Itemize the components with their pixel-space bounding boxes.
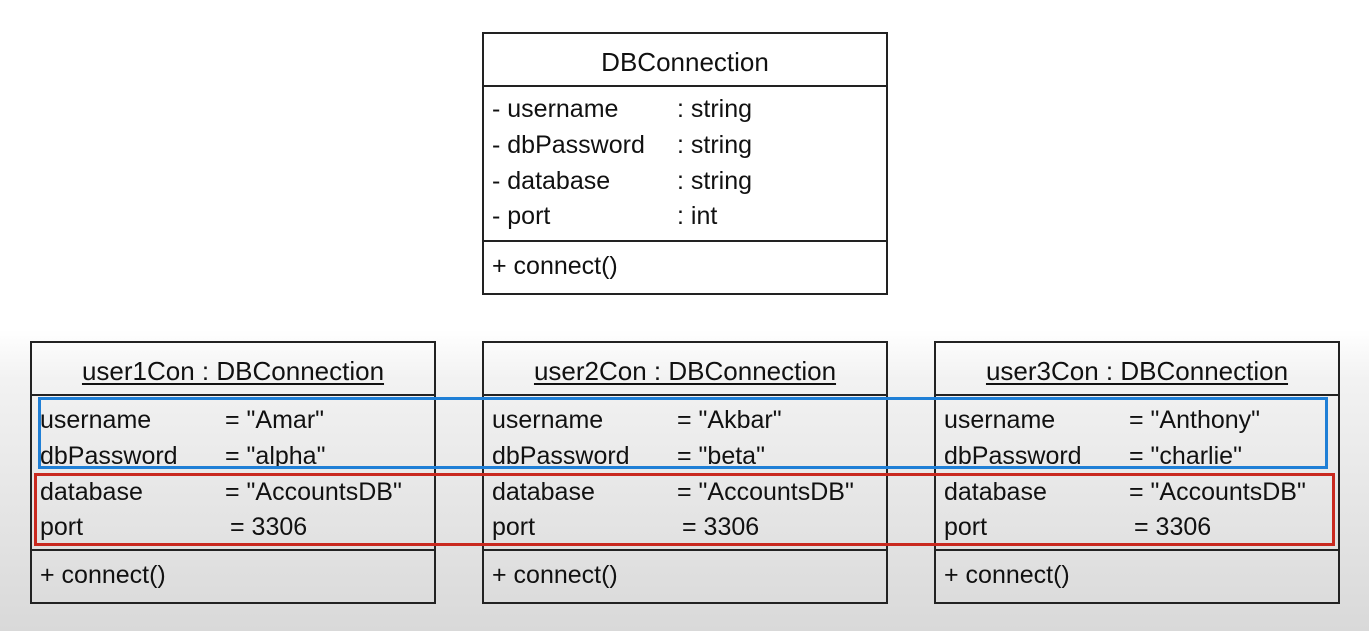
attribute-value: = 3306 (682, 513, 760, 541)
attribute-name: - database (492, 167, 611, 195)
class-name: DBConnection (601, 47, 769, 77)
attribute-value: = "Akbar" (677, 406, 782, 434)
attribute-value: = "AccountsDB" (677, 478, 854, 506)
attribute-value: = "beta" (677, 442, 765, 470)
object-box-user3con: user3Con : DBConnection username = "Anth… (934, 341, 1340, 604)
attribute-value: = "AccountsDB" (1129, 478, 1306, 506)
attribute-value: = 3306 (1134, 513, 1212, 541)
attribute-value: = "charlie" (1129, 442, 1242, 470)
attribute-name: port (40, 513, 84, 541)
attribute-type: : string (677, 95, 753, 123)
attribute-name: - username (492, 95, 619, 123)
object-name-divider (936, 394, 1338, 396)
object-method-connect: + connect() (492, 561, 618, 589)
attribute-name: database (492, 478, 595, 506)
attribute-value: = "alpha" (225, 442, 326, 470)
attribute-name: port (492, 513, 536, 541)
attribute-value: = 3306 (230, 513, 308, 541)
object-attributes-divider (484, 549, 886, 551)
object-name-divider (32, 394, 434, 396)
attribute-name: - port (492, 202, 551, 230)
object-name-divider (484, 394, 886, 396)
object-name: user1Con : DBConnection (81, 356, 385, 386)
attribute-value: = "AccountsDB" (225, 478, 402, 506)
attribute-name: dbPassword (492, 442, 630, 470)
attribute-name: dbPassword (944, 442, 1082, 470)
attribute-name: username (40, 406, 152, 434)
instance-attributes-highlight (38, 397, 1328, 469)
attribute-name: database (40, 478, 143, 506)
attribute-type: : int (677, 202, 718, 230)
attribute-value: = "Anthony" (1129, 406, 1261, 434)
object-box-user1con: user1Con : DBConnection username = "Amar… (30, 341, 436, 604)
dbconnection-class-box: DBConnection - username : string - dbPas… (482, 32, 888, 295)
class-method-connect: + connect() (492, 252, 618, 280)
attribute-value: = "Amar" (225, 406, 325, 434)
object-attributes-divider (936, 549, 1338, 551)
object-box-user2con: user2Con : DBConnection username = "Akba… (482, 341, 888, 604)
attribute-name: - dbPassword (492, 131, 645, 159)
object-method-connect: + connect() (944, 561, 1070, 589)
object-name: user2Con : DBConnection (533, 356, 837, 386)
object-attributes-divider (32, 549, 434, 551)
shared-attributes-highlight (34, 473, 1335, 546)
attribute-name: dbPassword (40, 442, 178, 470)
class-attributes-divider (484, 240, 886, 242)
attribute-type: : string (677, 131, 753, 159)
attribute-type: : string (677, 167, 753, 195)
object-method-connect: + connect() (40, 561, 166, 589)
object-name: user3Con : DBConnection (985, 356, 1289, 386)
attribute-name: username (944, 406, 1056, 434)
class-name-divider (484, 85, 886, 87)
attribute-name: port (944, 513, 988, 541)
attribute-name: username (492, 406, 604, 434)
attribute-name: database (944, 478, 1047, 506)
